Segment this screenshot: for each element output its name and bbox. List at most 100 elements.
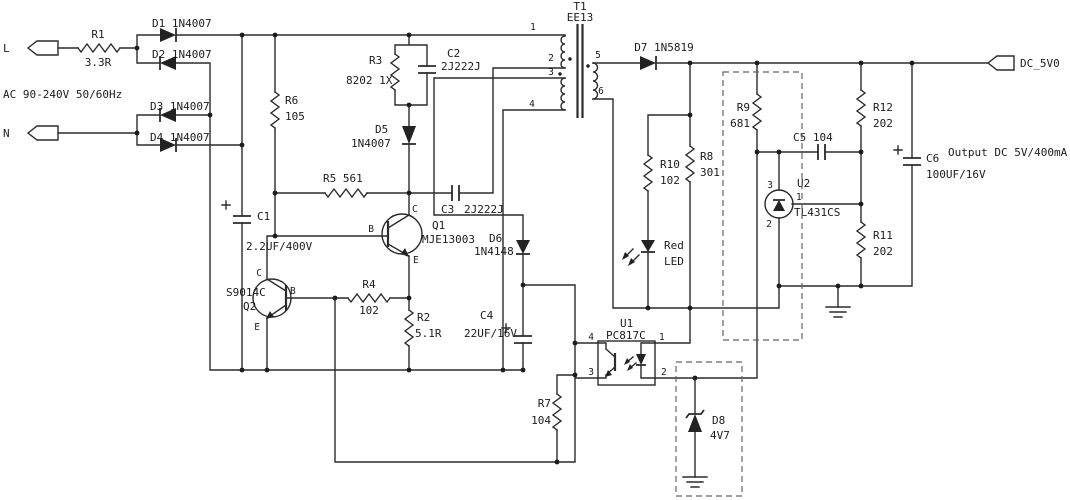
q1-ref: Q1 [432,219,445,232]
r7-value: 104 [531,414,551,427]
led-label-line2: LED [664,255,684,268]
r10-ref: R10 [660,158,680,171]
t1-pin-1: 1 [530,22,536,33]
ac-rating-label: AC 90-240V 50/60Hz [3,88,122,101]
c1-value: 2.2UF/400V [246,240,313,253]
capacitor-c1: C1 2.2UF/400V [221,200,313,253]
r2-value: 5.1R [415,327,442,340]
c2-ref: C2 [447,47,460,60]
q1-pin-e: E [413,255,419,266]
r3-value: 8202 1X [346,74,393,87]
ground-symbol [682,476,708,488]
zener-diode-d8: D8 4V7 [682,409,730,488]
u1-ref: U1 [620,317,633,330]
secondary-winding [592,62,599,100]
r11-value: 202 [873,245,893,258]
r8-ref: R8 [700,150,713,163]
aux-winding [560,77,566,111]
u2-ref: U2 [797,177,810,190]
t1-pin-2: 2 [548,53,554,64]
diode-d6: D6 1N4148 [474,232,530,258]
l-terminal-label: L [3,42,10,55]
c3-value: 2J222J [464,203,504,216]
r4-ref: R4 [362,278,376,291]
q2-pin-e: E [254,322,260,333]
c3-ref: C3 [441,203,454,216]
u2-pin-1: 1 [796,192,802,203]
c2-value: 2J222J [441,60,481,73]
diode-d5: D5 1N4007 [351,123,416,150]
n-terminal-label: N [3,127,10,140]
ground-symbol [825,306,851,318]
r12-ref: R12 [873,101,893,114]
capacitor-c2: C2 2J222J [418,47,481,74]
c4-value: 22UF/16V [464,327,517,340]
capacitor-c3: C3 2J222J [441,185,504,216]
u2-pin-2: 2 [766,219,772,230]
transistor-q1: C B E Q1 MJE13003 [368,204,475,266]
d3-label: D3 1N4007 [150,100,210,113]
primary-winding [560,35,566,69]
u2-pin-3: 3 [767,180,773,191]
r4-value: 102 [359,304,379,317]
resistor-r6: R6 105 [269,91,305,129]
r11-ref: R11 [873,229,893,242]
u1-pin-4: 4 [588,332,594,343]
c5-label: C5 104 [793,131,833,144]
r3-ref: R3 [369,54,382,67]
input-terminal-n: N [3,125,59,141]
c4-ref: C4 [480,309,494,322]
resistor-r7: R7 104 [531,393,563,431]
c1-ref: C1 [257,210,270,223]
c6-ref: C6 [926,152,939,165]
output-net-label: DC_5V0 [1020,57,1060,70]
d8-value: 4V7 [710,429,730,442]
feedback-dashed-box [722,71,803,341]
t1-pin-3: 3 [548,67,554,78]
rectifier-diode-d7: D7 1N5819 [634,41,694,70]
junction-dots [134,32,915,465]
q2-part: S9014C [226,286,266,299]
output-description: Output DC 5V/400mA [948,146,1068,159]
t1-pin-4: 4 [529,99,535,110]
t1-pin-6: 6 [598,86,604,97]
r9-ref: R9 [737,101,750,114]
resistor-r8: R8 301 [684,145,720,183]
d6-value: 1N4148 [474,245,514,258]
resistor-r1: R1 3.3R [77,28,121,69]
r1-ref: R1 [91,28,104,41]
u2-part: TL431CS [794,206,840,219]
q2-pin-c: C [256,268,262,279]
resistor-r9: R9 681 [730,93,763,131]
d1-label: D1 1N4007 [152,17,212,30]
plus-polarity-mark [501,323,511,333]
u1-part: PC817C [606,329,646,342]
r8-value: 301 [700,166,720,179]
u1-pin-3: 3 [588,367,594,378]
r12-value: 202 [873,117,893,130]
d5-ref: D5 [375,123,388,136]
d5-value: 1N4007 [351,137,391,150]
zener-dashed-box [675,361,743,497]
c6-value: 100UF/16V [926,168,986,181]
d8-ref: D8 [712,414,725,427]
q1-part: MJE13003 [422,233,475,246]
optocoupler-u1: U1 PC817C 4 3 1 2 [588,317,667,386]
plus-polarity-mark [221,200,231,210]
q1-pin-c: C [412,204,418,215]
resistor-r4: R4 102 [347,278,391,317]
t1-pin-5: 5 [595,50,601,61]
d2-label: D2 1N4007 [152,48,212,61]
capacitor-c4: C4 22UF/16V [464,309,532,344]
plus-polarity-mark [893,145,903,155]
r2-ref: R2 [417,311,430,324]
r6-ref: R6 [285,94,298,107]
d4-label: D4 1N4007 [150,131,210,144]
u1-pin-1: 1 [659,332,665,343]
q1-pin-b: B [368,224,374,235]
transistor-q2: C B E S9014C Q2 [226,268,296,333]
bridge-diode-d4: D4 1N4007 [150,131,210,152]
q2-pin-b: B [290,286,296,297]
